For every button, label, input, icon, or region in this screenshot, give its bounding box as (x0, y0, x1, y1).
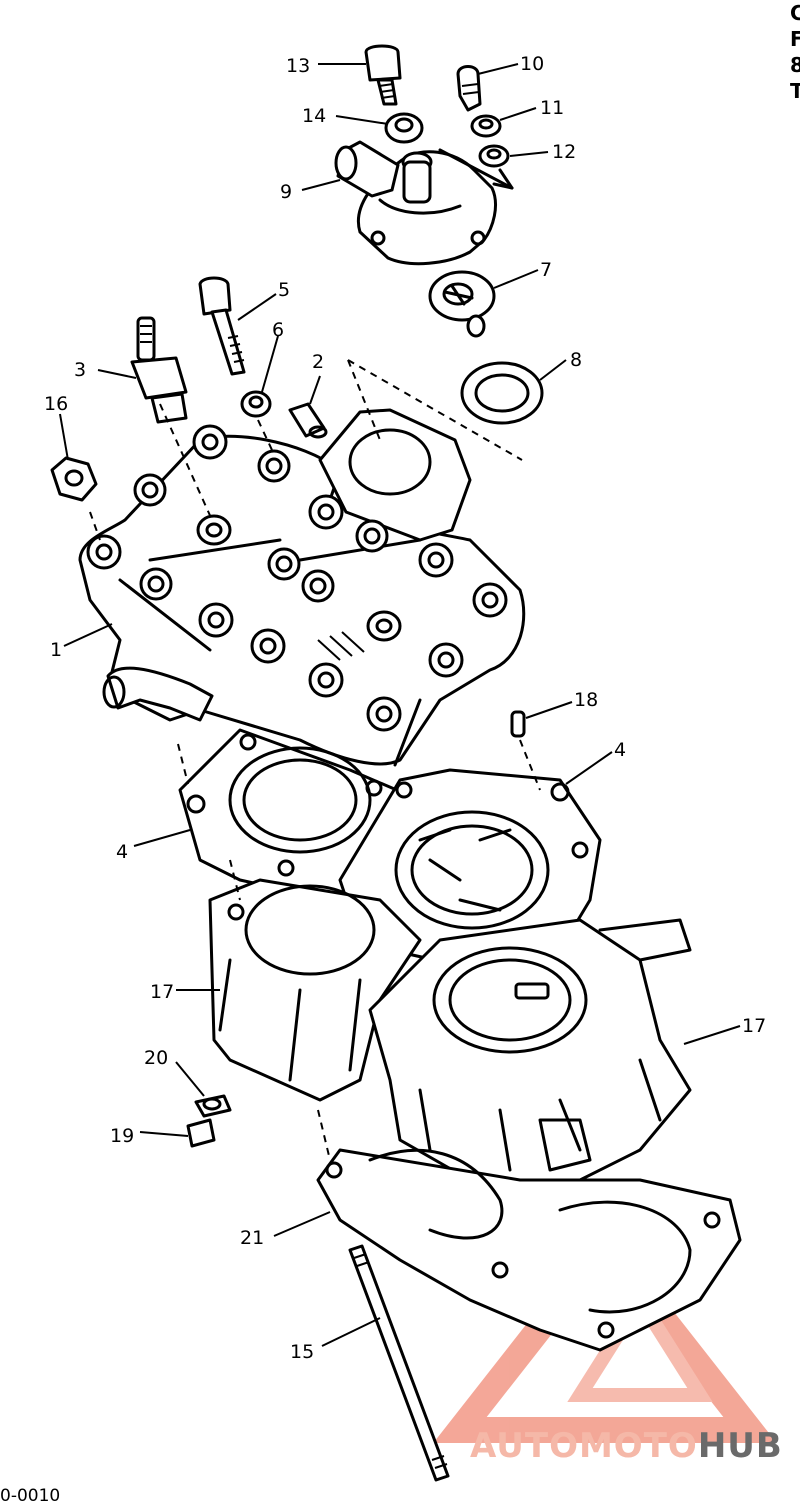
callout-12: 12 (552, 141, 576, 163)
callout-21: 21 (240, 1227, 264, 1249)
nut-16 (50, 456, 98, 502)
cylinder-left-17 (208, 878, 422, 1102)
callout-7: 7 (540, 259, 552, 281)
callout-11: 11 (540, 97, 564, 119)
head-bolt-bosses (86, 424, 508, 732)
cylinder-right-17 (368, 918, 692, 1192)
watermark-text-hub: HUB (697, 1426, 783, 1466)
bolt-10 (456, 65, 482, 112)
callout-9: 9 (280, 181, 292, 203)
watermark-logo-triangle (433, 1223, 777, 1443)
washer-11 (470, 114, 502, 138)
callout-18: 18 (574, 689, 598, 711)
callout-13: 13 (286, 55, 310, 77)
thermostat-7 (428, 270, 496, 338)
leader-lines (59, 63, 741, 1347)
plug-2 (288, 402, 328, 439)
callout-4-left: 4 (116, 841, 128, 863)
edge-char-1: C (790, 1, 800, 25)
callout-19: 19 (110, 1125, 134, 1147)
callout-16: 16 (44, 393, 68, 415)
bolt-5 (198, 276, 246, 376)
cylinder-head-1 (78, 408, 526, 767)
bolt-13 (364, 44, 402, 106)
callout-4-right: 4 (614, 739, 626, 761)
callout-2: 2 (312, 351, 324, 373)
spark-plug-3 (130, 316, 188, 424)
washer-6 (240, 390, 272, 418)
callout-6: 6 (272, 319, 284, 341)
callout-14: 14 (302, 105, 326, 127)
watermark-wordmark: AUTOMOTOHUB (470, 1426, 783, 1466)
dowel-pin-18 (510, 710, 526, 738)
washer-14 (384, 112, 424, 144)
figure-code: 0-0010 (0, 1486, 61, 1506)
bolt-20 (194, 1094, 232, 1118)
callout-10: 10 (520, 53, 544, 75)
base-gasket-21 (316, 1148, 742, 1352)
clipped-edge-text: C F 8 T (790, 0, 800, 130)
edge-char-2: F (790, 27, 800, 51)
callout-20: 20 (144, 1047, 168, 1069)
callout-15: 15 (290, 1341, 314, 1363)
callout-8: 8 (570, 349, 582, 371)
edge-char-3: 8 (790, 53, 800, 77)
thermostat-cover (334, 140, 514, 266)
stud-bolt-15 (348, 1244, 450, 1482)
watermark-text-automoto: AUTOMOTO (470, 1426, 698, 1466)
callout-17-left: 17 (150, 981, 174, 1003)
callout-17-right: 17 (742, 1015, 766, 1037)
edge-char-4: T (790, 79, 800, 103)
callout-3: 3 (74, 359, 86, 381)
seal-8 (460, 361, 544, 425)
washer-19 (186, 1118, 216, 1148)
washer-12 (478, 144, 510, 168)
callout-1: 1 (50, 639, 62, 661)
callout-labels: 1 2 3 4 4 5 6 7 8 9 10 11 12 13 14 15 16… (44, 53, 766, 1363)
alignment-lines (89, 359, 541, 1161)
callout-5: 5 (278, 279, 290, 301)
